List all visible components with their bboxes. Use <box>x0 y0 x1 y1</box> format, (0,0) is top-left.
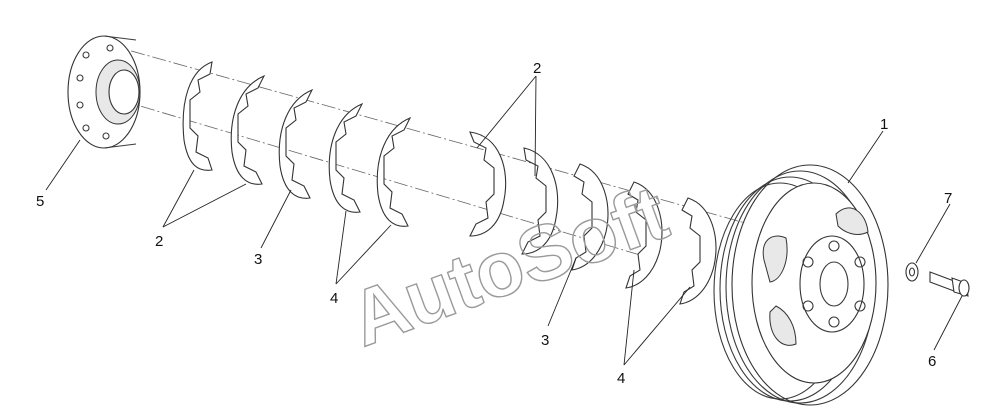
callout-5: 5 <box>36 193 44 210</box>
hub-flange <box>67 35 141 149</box>
callout-3-left: 3 <box>254 251 262 268</box>
callout-6: 6 <box>928 353 936 370</box>
callout-2-right: 2 <box>533 60 541 77</box>
bolt <box>929 271 970 297</box>
callout-4-right: 4 <box>617 370 625 387</box>
callout-7: 7 <box>944 190 952 207</box>
callout-3-right: 3 <box>541 332 549 349</box>
crankshaft-pulley <box>713 164 889 406</box>
shim-set-left <box>182 61 412 227</box>
washer <box>905 262 919 282</box>
callout-4-left: 4 <box>330 290 338 307</box>
leader-lines <box>45 75 963 366</box>
callout-1: 1 <box>880 116 888 133</box>
callout-2-left: 2 <box>155 233 163 250</box>
shim-set-right <box>469 131 717 305</box>
callout-labels: 1 2 2 3 3 4 4 5 6 7 <box>36 60 952 387</box>
